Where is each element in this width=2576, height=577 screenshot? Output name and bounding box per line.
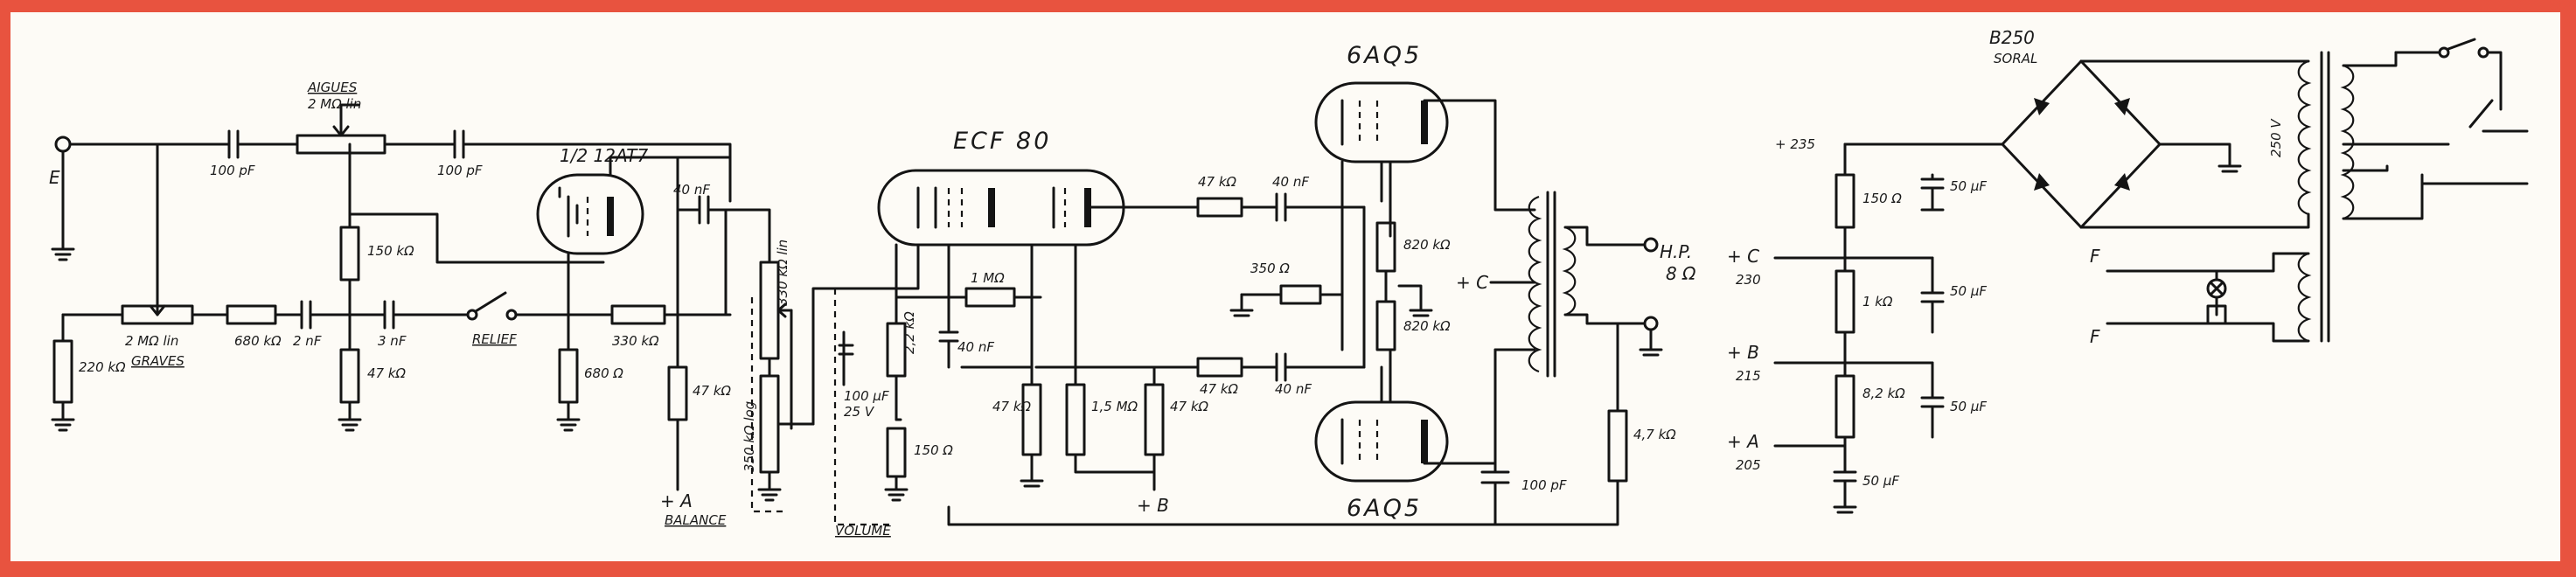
svg-text:6AQ5: 6AQ5 xyxy=(1347,42,1422,69)
svg-text:47 kΩ: 47 kΩ xyxy=(992,399,1032,414)
supply-filter: + 235 150 Ω 50 µF + C 230 1 kΩ 50 µF + B… xyxy=(1727,136,1987,514)
ecf80-plate-loads: 47 kΩ 1,5 MΩ 47 kΩ + B xyxy=(960,205,1209,516)
svg-text:+ 235: + 235 xyxy=(1775,136,1815,152)
svg-text:47 kΩ: 47 kΩ xyxy=(367,365,407,381)
svg-text:40 nF: 40 nF xyxy=(957,339,994,355)
svg-text:3 nF: 3 nF xyxy=(378,333,407,349)
svg-text:F: F xyxy=(2090,246,2100,267)
svg-text:100 µF: 100 µF xyxy=(844,388,889,404)
svg-text:SORAL: SORAL xyxy=(1994,51,2037,66)
svg-text:150 kΩ: 150 kΩ xyxy=(367,243,414,259)
svg-text:150 Ω: 150 Ω xyxy=(1862,191,1902,206)
svg-text:47 kΩ: 47 kΩ xyxy=(1198,174,1237,190)
svg-text:350 Ω: 350 Ω xyxy=(1250,261,1290,276)
svg-text:350 kΩ log: 350 kΩ log xyxy=(741,401,757,472)
svg-text:205: 205 xyxy=(1736,457,1761,473)
svg-text:215: 215 xyxy=(1736,368,1761,384)
power-transformer: 250 V F F xyxy=(2090,51,2450,347)
cap-100pf-output: 100 pF xyxy=(437,129,732,203)
svg-text:50 µF: 50 µF xyxy=(1862,473,1899,489)
svg-text:8 Ω: 8 Ω xyxy=(1666,263,1696,284)
preamp-coupling: 40 nF 47 kΩ + A xyxy=(660,156,732,511)
svg-text:+ B: + B xyxy=(1137,495,1169,516)
svg-text:1 kΩ: 1 kΩ xyxy=(1862,294,1893,309)
svg-text:330 kΩ lin: 330 kΩ lin xyxy=(775,240,790,306)
svg-text:BALANCE: BALANCE xyxy=(665,512,727,528)
tube-6aq5-bottom: 6AQ5 xyxy=(1314,348,1536,522)
svg-text:2 MΩ lin: 2 MΩ lin xyxy=(125,333,178,349)
svg-text:47 kΩ: 47 kΩ xyxy=(693,383,732,399)
svg-text:1/2 12AT7: 1/2 12AT7 xyxy=(560,145,648,166)
svg-text:47 kΩ: 47 kΩ xyxy=(1200,381,1239,397)
svg-text:6AQ5: 6AQ5 xyxy=(1347,495,1422,522)
svg-text:4,7 kΩ: 4,7 kΩ xyxy=(1633,427,1676,442)
tube-6aq5-top: 6AQ5 xyxy=(1314,42,1536,351)
graves-branch: 2 MΩ lin GRAVES 680 kΩ 2 nF 3 nF xyxy=(61,300,456,369)
svg-text:50 µF: 50 µF xyxy=(1950,399,1987,414)
svg-text:680 kΩ: 680 kΩ xyxy=(234,333,282,349)
svg-text:+ C: + C xyxy=(1727,246,1759,267)
output-transformer: H.P. 8 Ω 4,7 kΩ xyxy=(1493,191,1696,526)
balance-pots[interactable]: 330 kΩ lin 350 kΩ log BALANCE xyxy=(665,208,815,528)
output-stage-network: 820 kΩ 820 kΩ 350 Ω + C 100 pF xyxy=(947,205,1567,526)
resistor-220k: 220 kΩ xyxy=(51,313,126,432)
input-section: E xyxy=(49,136,231,261)
svg-text:+ C: + C xyxy=(1456,272,1488,293)
svg-text:AIGUES: AIGUES xyxy=(307,80,358,95)
svg-text:1 MΩ: 1 MΩ xyxy=(971,270,1005,286)
svg-text:100 pF: 100 pF xyxy=(210,163,255,178)
svg-text:+ B: + B xyxy=(1727,342,1759,363)
svg-text:B250: B250 xyxy=(1989,27,2035,48)
svg-text:2 nF: 2 nF xyxy=(293,333,322,349)
svg-text:H.P.: H.P. xyxy=(1660,241,1692,262)
svg-text:47 kΩ: 47 kΩ xyxy=(1170,399,1209,414)
svg-text:230: 230 xyxy=(1736,272,1761,288)
svg-text:25 V: 25 V xyxy=(844,404,875,420)
svg-text:150 Ω: 150 Ω xyxy=(914,442,953,458)
svg-text:1,5 MΩ: 1,5 MΩ xyxy=(1091,399,1138,414)
svg-text:ECF 80: ECF 80 xyxy=(953,128,1051,155)
ecf80-wiring: 1 MΩ 40 nF xyxy=(811,243,1042,426)
svg-text:100 pF: 100 pF xyxy=(1521,477,1567,493)
svg-text:40 nF: 40 nF xyxy=(673,182,710,198)
svg-text:RELIEF: RELIEF xyxy=(472,331,517,347)
ecf80-cathode: 2,2 kΩ 100 µF 25 V 150 Ω VOLUME xyxy=(833,288,953,539)
tube-ecf80: ECF 80 xyxy=(877,128,1125,247)
mains-switch[interactable] xyxy=(2394,38,2529,220)
cap-100pf-input: 100 pF xyxy=(210,129,299,178)
tone-junction: 150 kΩ 47 kΩ xyxy=(338,143,605,432)
svg-text:F: F xyxy=(2090,326,2100,347)
resistor-680-cathode: 680 Ω xyxy=(556,287,623,432)
svg-text:+ A: + A xyxy=(660,490,693,511)
svg-text:330 kΩ: 330 kΩ xyxy=(612,333,659,349)
svg-text:680 Ω: 680 Ω xyxy=(584,365,623,381)
output-coupling: 47 kΩ 40 nF 47 kΩ 40 nF xyxy=(1196,174,1366,397)
svg-text:820 kΩ: 820 kΩ xyxy=(1403,237,1451,253)
svg-text:50 µF: 50 µF xyxy=(1950,178,1987,194)
svg-text:50 µF: 50 µF xyxy=(1950,283,1987,299)
svg-text:220 kΩ: 220 kΩ xyxy=(79,359,126,375)
svg-text:8,2 kΩ: 8,2 kΩ xyxy=(1862,386,1905,401)
svg-text:2,2 kΩ: 2,2 kΩ xyxy=(902,311,917,354)
svg-text:250 V: 250 V xyxy=(2268,118,2284,157)
svg-text:+ A: + A xyxy=(1727,431,1759,452)
bridge-rectifier: B250 SORAL xyxy=(1948,27,2293,229)
input-label: E xyxy=(49,167,60,188)
svg-text:VOLUME: VOLUME xyxy=(835,523,891,539)
input-terminal[interactable] xyxy=(54,136,72,153)
svg-text:40 nF: 40 nF xyxy=(1272,174,1309,190)
svg-text:820 kΩ: 820 kΩ xyxy=(1403,318,1451,334)
svg-text:40 nF: 40 nF xyxy=(1275,381,1312,397)
svg-text:GRAVES: GRAVES xyxy=(131,353,184,369)
relief-switch[interactable]: RELIEF xyxy=(453,291,596,347)
pot-aigues: AIGUES 2 MΩ lin xyxy=(296,80,456,155)
svg-text:2 MΩ lin: 2 MΩ lin xyxy=(308,96,361,112)
resistor-330k: 330 kΩ xyxy=(593,208,732,349)
input-ground-symbol xyxy=(51,247,75,261)
tube-12at7: 1/2 12AT7 xyxy=(536,145,732,290)
svg-text:100 pF: 100 pF xyxy=(437,163,483,178)
